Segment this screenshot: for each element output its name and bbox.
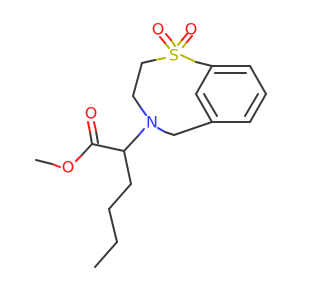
carbonyl-oxygen-label: O (85, 104, 98, 123)
side-chain (35, 121, 145, 268)
nitrogen-atom-label: N (146, 113, 158, 132)
sulfonyl-group (159, 33, 193, 49)
oxygen-atom-label-right: O (185, 20, 198, 39)
sulfur-atom-label: S (169, 46, 179, 65)
molecule-structure: S O O N O O (35, 20, 267, 268)
benzene-ring (195, 65, 267, 123)
ester-oxygen-label: O (62, 158, 75, 177)
oxygen-atom-label-left: O (152, 20, 165, 39)
thiazepine-ring (132, 54, 213, 136)
